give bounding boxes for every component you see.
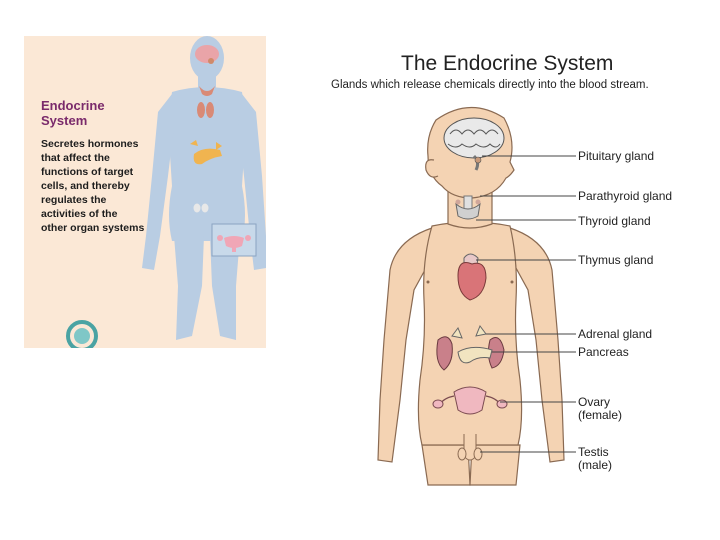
label-testis-note: (male): [578, 458, 613, 472]
thyroid-icon: [455, 195, 481, 220]
desc-line: functions of target: [41, 166, 134, 178]
heart-icon: [457, 253, 487, 301]
desc-line: regulates the: [41, 194, 107, 206]
left-panel: Endocrine System Secretes hormones that …: [24, 36, 266, 348]
page-title: The Endocrine System: [401, 52, 614, 75]
pancreas-icon: [457, 346, 493, 364]
label-thymus: Thymus gland: [578, 253, 654, 267]
desc-line: Secretes hormones: [41, 138, 139, 150]
desc-line: that affect the: [41, 152, 110, 164]
desc-line: activities of the: [41, 208, 118, 220]
left-title-line1: Endocrine: [41, 98, 105, 113]
blue-body-figure: [66, 36, 266, 348]
label-ovary-note: (female): [578, 408, 623, 422]
left-panel-title: Endocrine System: [41, 98, 131, 128]
label-pancreas: Pancreas: [578, 345, 629, 359]
kidney-icon: [436, 324, 505, 371]
page-subtitle: Glands which release chemicals directly …: [331, 79, 649, 91]
label-testis: Testis (male): [578, 446, 612, 472]
label-thyroid: Thyroid gland: [578, 214, 651, 228]
left-title-line2: System: [41, 113, 88, 128]
label-ovary: Ovary (female): [578, 396, 622, 422]
label-testis-name: Testis: [578, 445, 609, 459]
brain-icon: [443, 117, 505, 171]
label-parathyroid: Parathyroid gland: [578, 189, 673, 203]
testis-icon: [457, 434, 483, 461]
label-adrenal: Adrenal gland: [578, 327, 653, 341]
endocrine-body-diagram: [377, 106, 576, 486]
desc-line: cells, and thereby: [41, 180, 130, 192]
desc-line: other organ systems: [41, 222, 145, 234]
label-ovary-name: Ovary: [578, 395, 611, 409]
brain-icon: [195, 45, 219, 63]
label-pituitary: Pituitary gland: [578, 149, 655, 163]
left-panel-description: Secretes hormones that affect the functi…: [41, 137, 161, 235]
